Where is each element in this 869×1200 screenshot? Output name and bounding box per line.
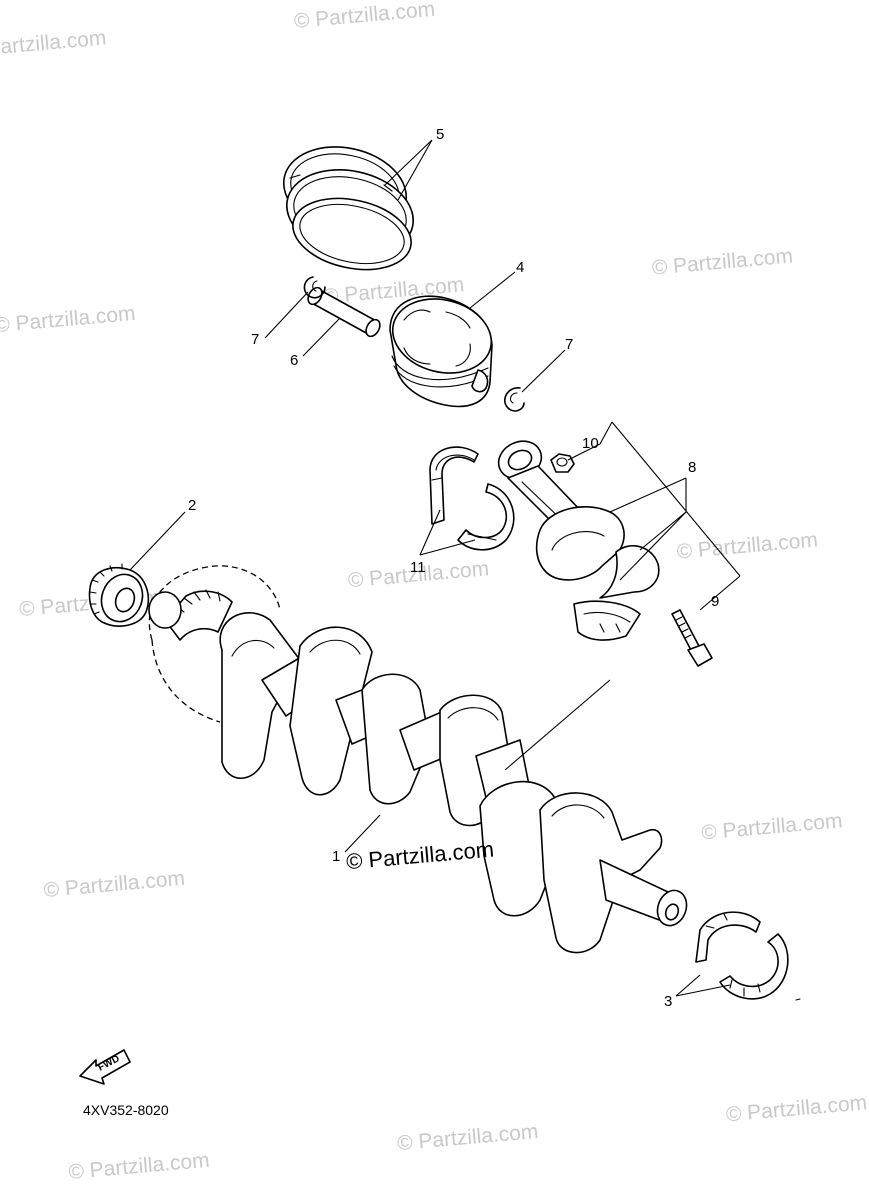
- diagram-code: 4XV352-8020: [83, 1102, 169, 1118]
- center-watermark: © Partzilla.com: [345, 836, 495, 874]
- callout-11: 11: [410, 559, 426, 576]
- watermark: © Partzilla.com: [293, 0, 436, 33]
- callout-8: 8: [688, 459, 696, 476]
- conrod-bolt: [671, 609, 713, 667]
- circlip-left: [303, 276, 326, 299]
- watermark: © Partzilla.com: [676, 528, 819, 563]
- callout-7-left: 7: [251, 331, 259, 348]
- piston-pin: [307, 286, 381, 338]
- callout-6: 6: [290, 352, 298, 369]
- callout-5: 5: [436, 126, 444, 143]
- circlip-right: [504, 387, 525, 412]
- conrod-bearing-lower: [457, 483, 515, 551]
- watermark: © Partzilla.com: [0, 26, 107, 61]
- stray-mark: [795, 998, 801, 1001]
- callout-labels: 5 4 7 6 7 10 8 9 11 2 1 3: [188, 126, 719, 1010]
- fwd-arrow-icon: FWD: [79, 1049, 131, 1085]
- watermark: © Partzilla.com: [68, 1149, 211, 1184]
- piston: [389, 295, 493, 408]
- watermark: © Partzilla.com: [700, 809, 843, 844]
- watermark: © Partzilla.com: [43, 867, 186, 902]
- callout-4: 4: [516, 259, 524, 276]
- piston-rings: [282, 146, 415, 271]
- conrod-nut: [550, 453, 575, 473]
- conrod-bearing-upper: [429, 446, 479, 525]
- callout-2: 2: [188, 497, 196, 514]
- watermark: © Partzilla.com: [725, 1091, 868, 1126]
- callout-3: 3: [664, 993, 672, 1010]
- leader-lines: [129, 139, 741, 997]
- crank-gear: [88, 563, 150, 627]
- watermark: © Partzilla.com: [0, 302, 136, 337]
- callout-7-right: 7: [565, 336, 573, 353]
- callout-9: 9: [711, 593, 719, 610]
- watermark: © Partzilla.com: [651, 244, 794, 279]
- watermark: © Partzilla.com: [396, 1120, 539, 1155]
- connecting-rod: [497, 440, 660, 641]
- watermark: © Partzilla.com: [622, 0, 765, 4]
- callout-1: 1: [332, 848, 340, 865]
- main-bearings: [695, 911, 789, 1000]
- crankshaft: [148, 565, 688, 954]
- callout-10: 10: [582, 435, 599, 452]
